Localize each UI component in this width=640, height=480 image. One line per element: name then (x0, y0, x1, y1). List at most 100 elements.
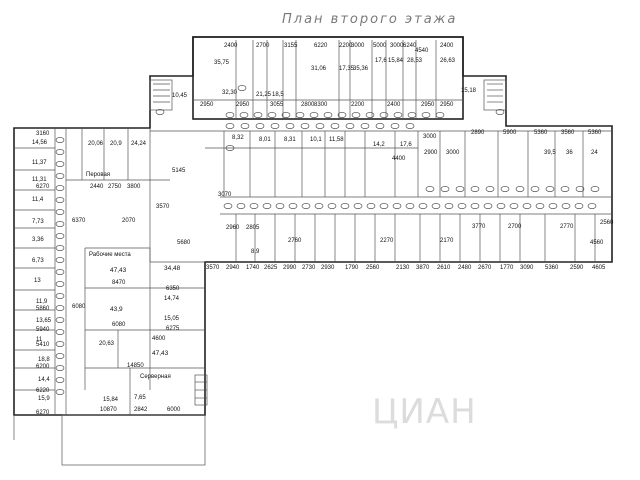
room-tag-ellipse (340, 203, 350, 209)
room-tag-ellipse (55, 329, 65, 335)
room-tag-ellipse (55, 377, 65, 383)
building-outline (13, 36, 613, 416)
room-tag-ellipse (337, 112, 347, 118)
room-tag-ellipse (407, 112, 417, 118)
room-tag-ellipse (55, 233, 65, 239)
dimension-label: 5360 (588, 130, 602, 136)
room-tag-ellipse (55, 173, 65, 179)
room-name: Серверная (140, 374, 171, 380)
area-label: 21,25 (256, 92, 272, 98)
room-tag-ellipse (435, 112, 445, 118)
area-label: 17,6 (400, 142, 412, 148)
area-label: 17,6 (375, 58, 387, 64)
area-label: 17,35 (339, 66, 355, 72)
room-tag-ellipse (240, 123, 250, 129)
dimension-label: 2900 (424, 150, 438, 156)
room-tag-ellipse (237, 85, 247, 91)
room-tag-ellipse (55, 317, 65, 323)
room-tag-ellipse (323, 112, 333, 118)
area-label: 11,9 (36, 299, 48, 305)
dimension-label: 3160 (36, 131, 50, 137)
dimension-label: 6240 (403, 43, 417, 49)
area-label: 47,43 (110, 267, 127, 274)
area-label: 13,65 (36, 318, 52, 324)
room-tag-ellipse (155, 109, 165, 115)
dimension-label: 2950 (236, 102, 250, 108)
dimension-label: 5360 (545, 265, 559, 271)
room-tag-ellipse (535, 203, 545, 209)
area-label: 32,30 (222, 90, 238, 96)
room-tag-ellipse (444, 203, 454, 209)
dimension-label: 2070 (122, 218, 136, 224)
dimension-label: 2610 (437, 265, 451, 271)
room-tag-ellipse (55, 137, 65, 143)
area-label: 8,31 (284, 137, 296, 143)
dimension-label: 2930 (321, 265, 335, 271)
dimension-label: 3000 (351, 43, 365, 49)
dimension-label: 3770 (472, 224, 486, 230)
room-tag-ellipse (360, 123, 370, 129)
room-tag-ellipse (249, 203, 259, 209)
dimension-label: 5940 (36, 327, 50, 333)
area-label: 36 (566, 150, 573, 156)
room-tag-ellipse (561, 203, 571, 209)
dimension-label: 4560 (590, 240, 604, 246)
area-label: 39,5 (544, 150, 556, 156)
dimension-label: 3000 (423, 134, 437, 140)
area-label: 28,53 (407, 58, 423, 64)
room-tag-ellipse (375, 123, 385, 129)
room-tag-ellipse (421, 112, 431, 118)
dimension-label: 2480 (458, 265, 472, 271)
dimension-label: 2670 (478, 265, 492, 271)
dimension-label: 6270 (36, 410, 50, 416)
dimension-label: 3570 (206, 265, 220, 271)
dimension-label: 2950 (440, 102, 454, 108)
room-tag-ellipse (55, 353, 65, 359)
room-tag-ellipse (353, 203, 363, 209)
dimension-label: 2730 (302, 265, 316, 271)
dimension-label: 2200 (339, 43, 353, 49)
room-tag-ellipse (496, 203, 506, 209)
room-tag-ellipse (405, 123, 415, 129)
room-tag-ellipse (530, 186, 540, 192)
room-tag-ellipse (55, 209, 65, 215)
room-tag-ellipse (574, 203, 584, 209)
outer-walls (13, 36, 613, 416)
dimension-label: 5410 (36, 342, 50, 348)
room-name: Перовая (86, 172, 111, 178)
area-label: 7,73 (32, 219, 44, 225)
area-label: 8,01 (259, 137, 271, 143)
dimension-label: 2400 (387, 102, 401, 108)
dimension-label: 6200 (36, 364, 50, 370)
room-tag-ellipse (55, 161, 65, 167)
room-tag-ellipse (330, 123, 340, 129)
dimension-label: 6220 (314, 43, 328, 49)
dimension-label: 3055 (270, 102, 284, 108)
room-tag-ellipse (590, 186, 600, 192)
dimension-label: 6350 (166, 286, 180, 292)
dimension-label: 2842 (134, 407, 148, 413)
watermark: ЦИАН (372, 392, 477, 432)
dimension-label: 2270 (380, 238, 394, 244)
dimension-label: 4600 (152, 336, 166, 342)
dimension-label: 3000 (390, 43, 404, 49)
dimension-label: 2200 (351, 102, 365, 108)
dimension-label: 1740 (246, 265, 260, 271)
room-tag-ellipse (55, 197, 65, 203)
area-label: 3,36 (32, 237, 44, 243)
dimension-label: 2700 (256, 43, 270, 49)
room-tag-ellipse (425, 186, 435, 192)
dimension-label: 2990 (283, 265, 297, 271)
dimension-label: 2440 (90, 184, 104, 190)
area-label: 15,84 (103, 397, 119, 403)
dimension-label: 3870 (416, 265, 430, 271)
room-tags (55, 85, 600, 395)
dimension-label: 8300 (314, 102, 328, 108)
area-label: 15,05 (164, 316, 180, 322)
area-label: 10,45 (172, 93, 188, 99)
area-label: 7,65 (134, 395, 146, 401)
room-tag-ellipse (392, 203, 402, 209)
room-tag-ellipse (55, 245, 65, 251)
area-label: 43,9 (110, 306, 123, 313)
